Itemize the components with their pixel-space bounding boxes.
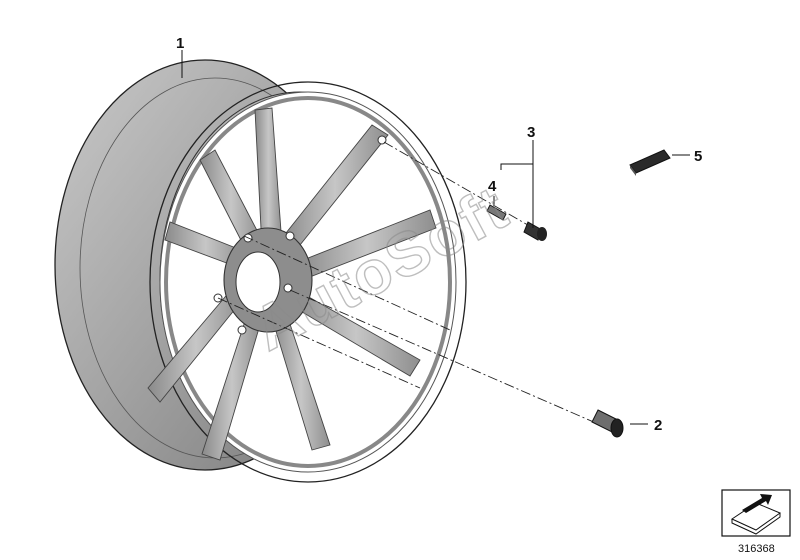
wheel-rim	[54, 59, 467, 483]
leader-lines	[181, 50, 690, 425]
figure-number: 316368	[738, 543, 775, 555]
valve-core-icon	[486, 204, 507, 221]
valve-icon	[523, 221, 547, 241]
callout-1: 1	[176, 35, 184, 52]
callout-4: 4	[488, 178, 497, 195]
bolt-icon	[591, 409, 624, 438]
balance-weight-icon	[629, 149, 671, 176]
callout-3: 3	[527, 124, 535, 141]
wheel-spokes	[147, 107, 437, 461]
callout-5: 5	[694, 148, 702, 165]
assembly-lines	[217, 141, 613, 431]
arrow-navigation-icon[interactable]	[721, 489, 791, 537]
callout-2: 2	[654, 417, 662, 434]
